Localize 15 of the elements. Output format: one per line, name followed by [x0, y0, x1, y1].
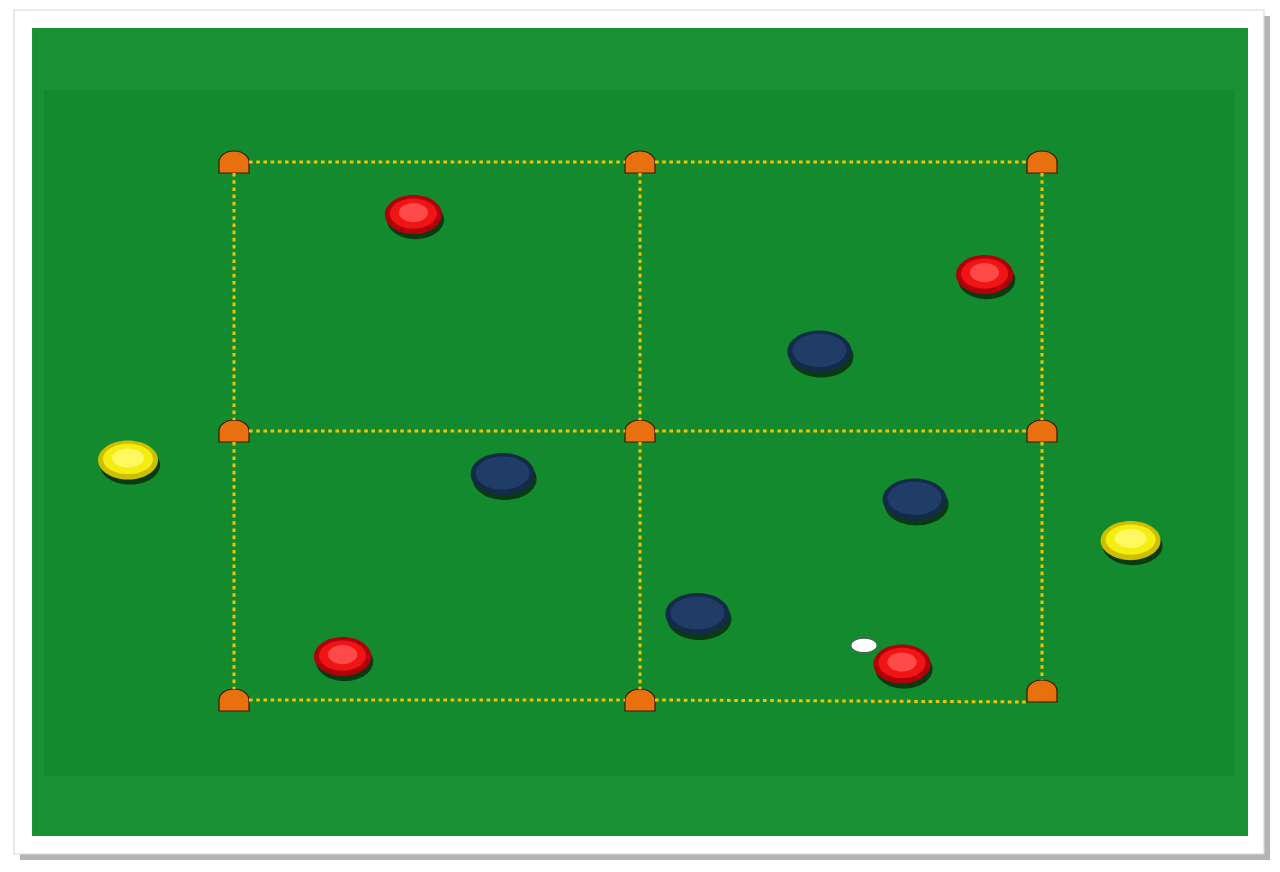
cone-marker [624, 150, 656, 174]
boundary-line [249, 160, 625, 164]
boundary-line [1040, 442, 1044, 680]
boundary-line [232, 442, 236, 689]
boundary-line [232, 173, 236, 420]
boundary-line [655, 698, 1027, 704]
boundary-line [249, 698, 625, 702]
cone-marker [1026, 150, 1058, 174]
boundary-line [638, 442, 642, 689]
cone-marker [218, 150, 250, 174]
boundary-line [655, 429, 1027, 433]
boundary-line [249, 429, 625, 433]
boundary-line [1040, 173, 1044, 420]
boundary-line [655, 160, 1027, 164]
boundary-line [638, 173, 642, 420]
